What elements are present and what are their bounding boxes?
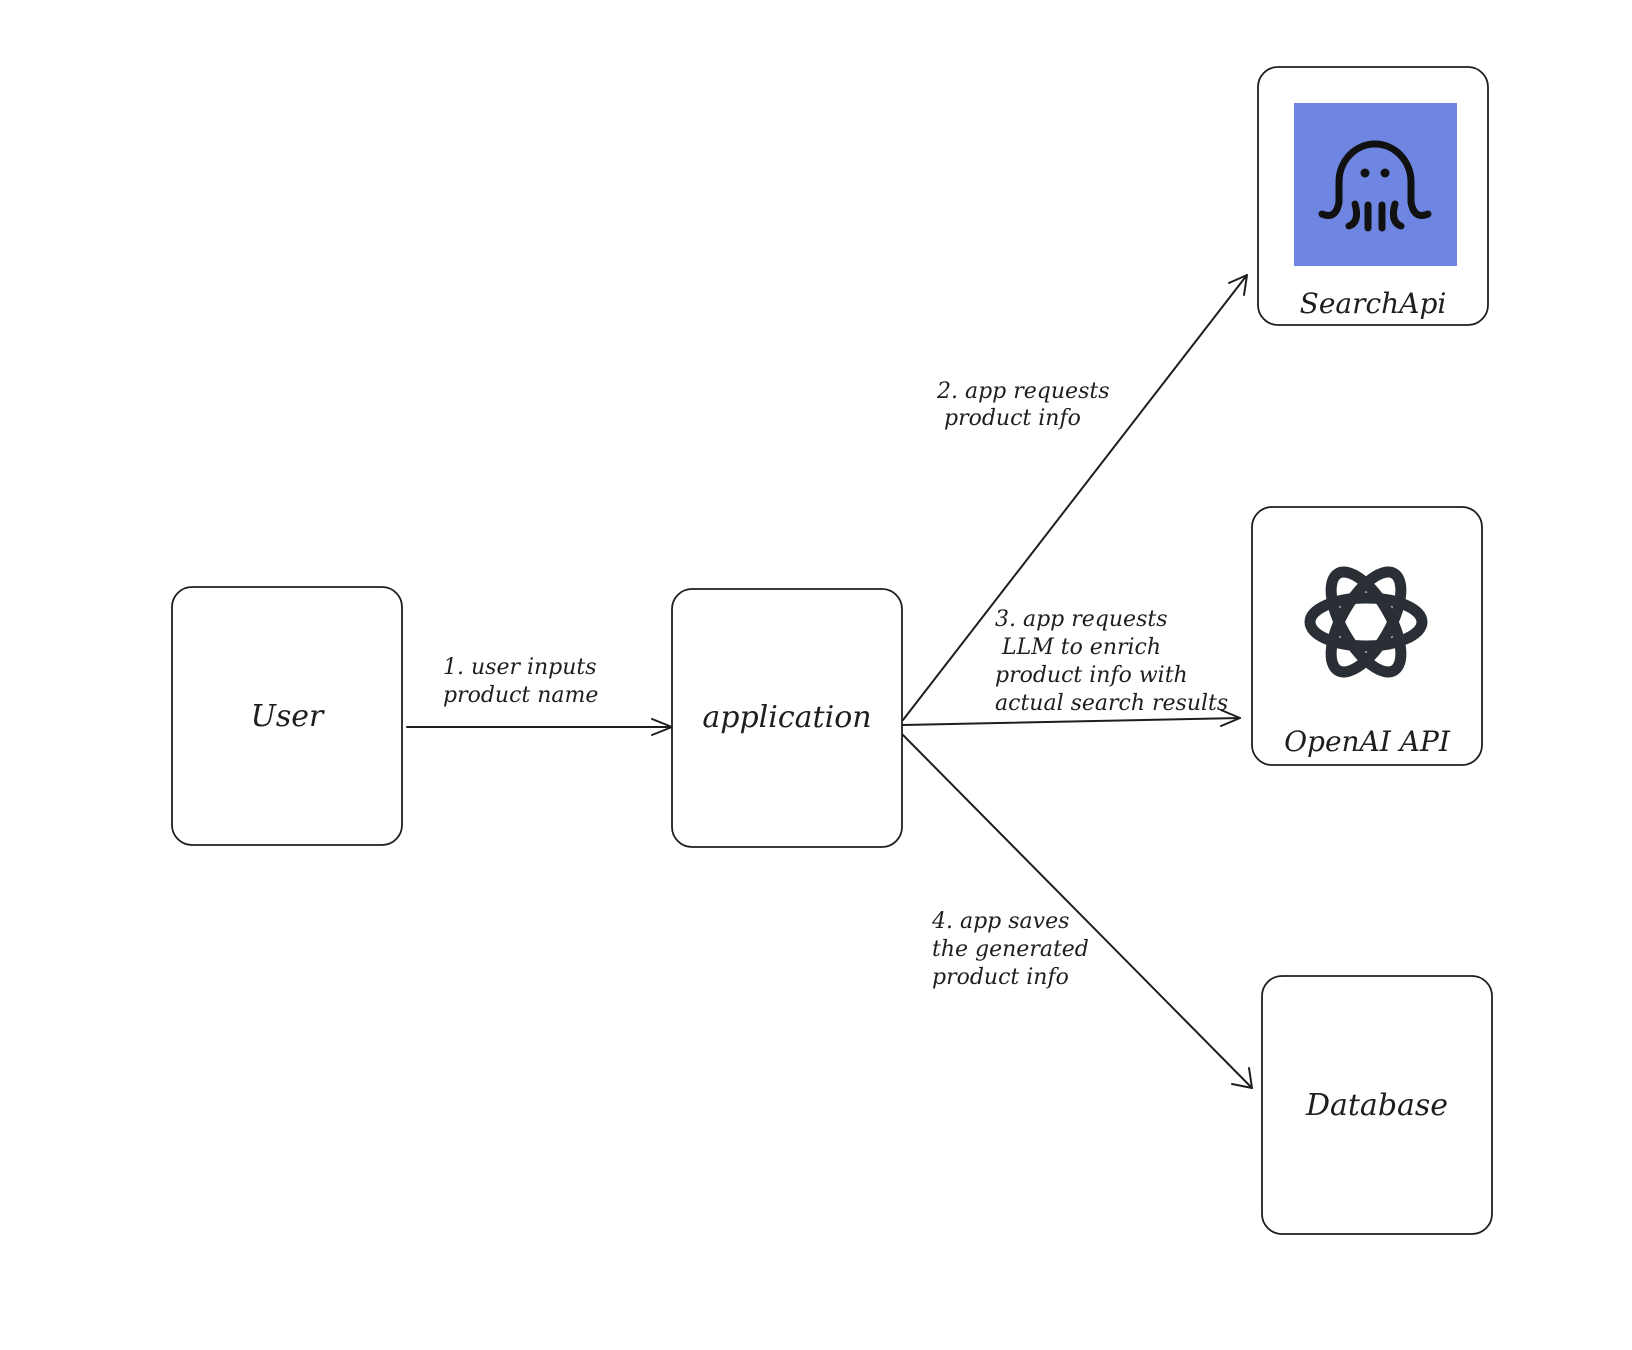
node-openai-label: OpenAI API bbox=[1284, 725, 1451, 758]
node-searchapi: SearchApi bbox=[1257, 66, 1489, 326]
openai-logo-icon bbox=[1304, 566, 1428, 678]
edge-application-to-searchapi bbox=[902, 274, 1248, 721]
edge-user-to-application bbox=[406, 718, 673, 736]
edge-label-step4: 4. app saves the generated product info bbox=[931, 909, 1096, 990]
node-searchapi-label: SearchApi bbox=[1300, 287, 1447, 320]
node-database-label: Database bbox=[1305, 1088, 1448, 1123]
node-openai: OpenAI API bbox=[1251, 506, 1483, 766]
edge-application-to-openai bbox=[902, 709, 1241, 727]
node-user-label: User bbox=[251, 699, 325, 734]
edge-label-step3: 3. app requests LLM to enrich product in… bbox=[0, 0, 1249, 716]
edge-application-to-database bbox=[902, 734, 1253, 1089]
node-user: User bbox=[171, 586, 403, 846]
node-application: application bbox=[671, 588, 903, 848]
node-database: Database bbox=[1261, 975, 1493, 1235]
edge-label-step1: 1. user inputs product name bbox=[443, 655, 604, 708]
node-application-label: application bbox=[702, 700, 871, 735]
octopus-icon bbox=[1294, 103, 1457, 266]
edge-label-step2: 2. app requests product info bbox=[0, 0, 1144, 431]
